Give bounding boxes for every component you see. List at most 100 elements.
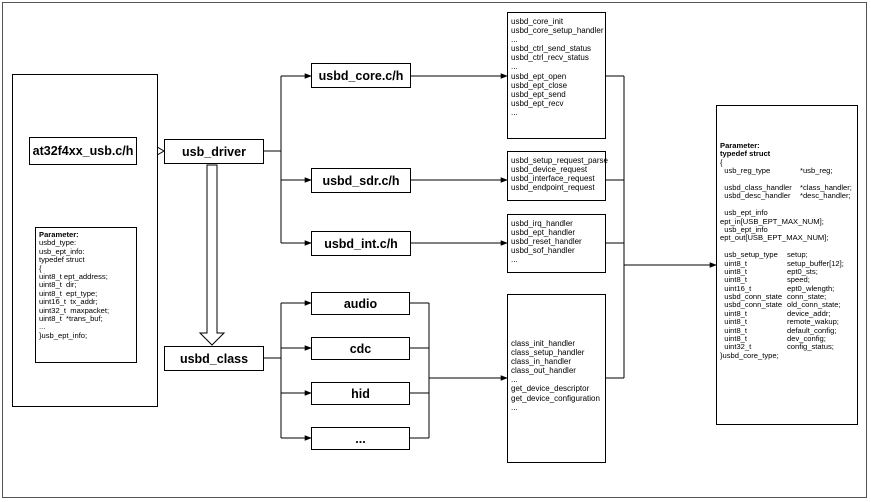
param-right-line: usbd_desc_handler *desc_handler; [720,191,857,201]
node-at32: at32f4xx_usb.c/h [29,137,137,165]
node-usbd-core: usbd_core.c/h [311,63,411,88]
class-fn-item: class_setup_handler [511,348,585,358]
param-right-box: Parameter:typedef struct { usb_reg_type *… [716,105,858,425]
int-fn-item: usbd_sof_handler [511,246,575,256]
int-fn-item: ... [511,255,518,265]
node-cdc: cdc [311,337,410,360]
param-right-line: usb_ept_info [720,224,857,234]
field-name: device_addr; [787,308,831,318]
field-type: uint8_t [720,317,748,327]
int-fn-item: usbd_reset_handler [511,237,582,247]
field-type: uint8_t [720,266,748,276]
param-right-line: uint8_t ept0_sts; [720,266,857,276]
param-right-line: uint8_t speed; [720,275,857,285]
param-left-line: uint32_t maxpacket; [39,305,110,315]
node-audio: audio [311,292,410,315]
field-type: uint8_t [720,308,748,318]
param-right-line: uint32_t config_status; [720,342,857,352]
param-left-line: usbd_type: [39,238,77,248]
param-left-line: { [39,263,42,273]
field-type: uint8_t [720,334,748,344]
param-left-line: usb_ept_info: [39,246,85,256]
param-left-line: uint8_t ept_address; [39,272,108,282]
node-usbd-int: usbd_int.c/h [311,231,411,256]
class-fn-item: class_out_handler [511,366,576,376]
field-name: setup; [787,250,808,260]
class-fn-item: class_init_handler [511,339,576,348]
param-right-line: usbd_conn_state old_conn_state; [720,300,857,310]
field-name: conn_state; [787,292,827,302]
param-left-line: uint16_t tx_addr; [39,297,98,307]
param-right-line: uint16_t ept0_wlength; [720,283,857,293]
param-left-line: }usb_ept_info; [39,330,88,340]
param-right-line: usbd_class_handler *class_handler; [720,182,857,192]
param-right-line: { [720,157,857,167]
param-left-line: uint8_t ept_type; [39,288,98,298]
field-name: config_status; [787,342,834,352]
field-name: old_conn_state; [787,300,841,310]
core-fn-item: usbd_ctrl_recv_status [511,53,589,63]
core-fn-item: usbd_ept_recv [511,98,564,108]
param-right-header: typedef struct [720,149,771,159]
field-type: usbd_conn_state [720,300,783,310]
node-usbd-sdr: usbd_sdr.c/h [311,168,411,193]
field-name: *usb_reg; [800,166,833,176]
field-type: uint16_t [720,283,752,293]
class-fn-item: get_device_configuration [511,393,600,403]
param-left-line: uint8_t *trans_buf; [39,314,103,324]
param-right-line: }usbd_core_type; [720,351,857,360]
sdr-fn-item: usbd_device_request [511,165,588,175]
class-fn-item: ... [511,375,518,385]
field-name: dev_config; [787,334,826,344]
sdr-fn-item: usbd_interface_request [511,174,595,184]
param-right-line: ept_out[USB_EPT_MAX_NUM]; [720,234,857,242]
node-more: ... [311,427,410,450]
field-type: usb_reg_type [720,166,771,176]
field-name: speed; [787,275,810,285]
field-type: uint8_t [720,275,748,285]
field-name: ept0_sts; [787,266,818,276]
field-name: remote_wakup; [787,317,839,327]
field-name: setup_buffer[12]; [787,258,844,268]
field-name: *desc_handler; [800,191,851,201]
field-type: { [720,157,723,167]
core-fn-item: usbd_core_init [511,17,564,26]
hollow-arrow-driver-class [198,164,226,346]
core-fn-item: ... [511,62,518,72]
field-type: usb_ept_info [720,224,768,234]
param-right-line: usb_ept_info [720,208,857,217]
field-name: *class_handler; [800,182,852,192]
sdr-fn-item: usbd_setup_request_parse [511,156,608,165]
class-fn-item: ... [511,402,518,412]
node-usbd-class: usbd_class [164,346,264,371]
core-fn-item: usbd_ept_send [511,89,566,99]
core-fn-item: usbd_ept_open [511,71,567,81]
field-name: ept0_wlength; [787,283,835,293]
param-right-line: uint8_t dev_config; [720,334,857,344]
param-right-line: usb_reg_type *usb_reg; [720,166,857,176]
field-type: uint8_t [720,258,748,268]
class-fn-item: class_in_handler [511,357,572,367]
field-type: usbd_class_handler [720,182,792,192]
field-type: usbd_conn_state [720,292,783,302]
field-type: uint32_t [720,342,752,352]
param-left-line: ... [39,322,46,332]
node-hid: hid [311,382,410,405]
core-fn-item: ... [511,107,518,117]
param-left-lines: usbd_type:usb_ept_info:typedef struct{ui… [39,238,136,340]
param-right-header: Parameter: [720,141,760,150]
core-fn-item: usbd_core_setup_handler [511,26,604,36]
field-type: usbd_desc_handler [720,191,791,201]
param-left-line: typedef struct [39,255,85,265]
param-left-line: uint8_t dir; [39,280,77,290]
param-right-line: uint8_t setup_buffer[12]; [720,258,857,268]
field-type: ept_out[USB_EPT_MAX_NUM]; [720,233,829,243]
field-type: ept_in[USB_EPT_MAX_NUM]; [720,216,824,226]
class-fn-item: get_device_descriptor [511,384,590,394]
